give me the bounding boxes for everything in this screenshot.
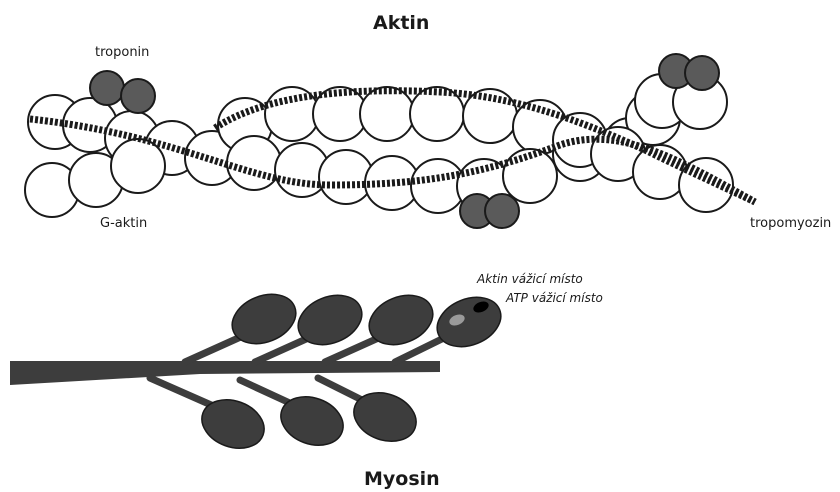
myosin-lower-necks: [150, 378, 370, 408]
myosin-lower-heads: [195, 384, 423, 456]
troponin-subunit: [90, 71, 124, 105]
myosin-head: [347, 384, 423, 449]
g-actin-monomer: [227, 136, 281, 190]
troponin-complex: [460, 194, 519, 228]
troponin-subunit: [121, 79, 155, 113]
g-actin-monomer: [360, 87, 414, 141]
myosin-tail: [10, 361, 440, 385]
myosin-filament: [10, 285, 508, 456]
myosin-neck: [240, 380, 292, 404]
myosin-neck: [185, 335, 245, 362]
troponin-subunit: [685, 56, 719, 90]
myosin-head: [430, 288, 508, 355]
troponin-subunit: [485, 194, 519, 228]
g-actin-monomer: [111, 139, 165, 193]
troponin-complex: [659, 54, 719, 90]
actin-filament: [25, 54, 755, 228]
myosin-neck: [150, 378, 218, 408]
